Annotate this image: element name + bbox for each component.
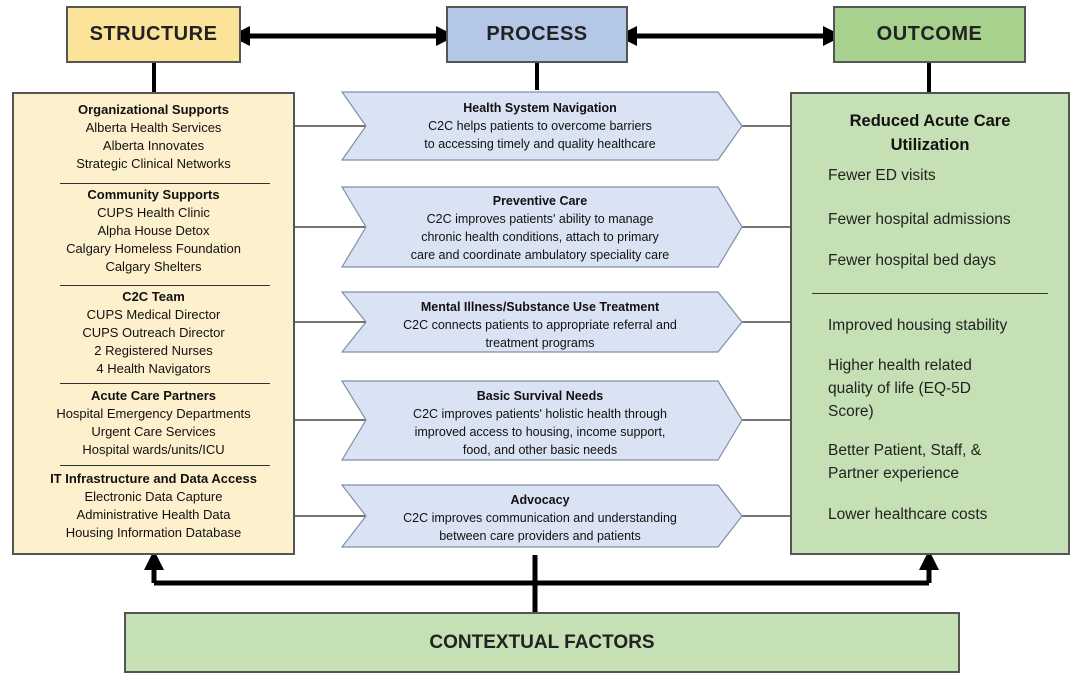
outcome-title-line: Utilization: [890, 136, 970, 154]
step-title: Advocacy: [510, 493, 570, 507]
process-step-survival: Basic Survival Needs C2C improves patien…: [366, 387, 714, 459]
outcome-item: Fewer ED visits: [828, 167, 936, 184]
outcome-panel: Reduced Acute Care Utilization Fewer ED …: [790, 92, 1070, 555]
section-item: Strategic Clinical Networks: [76, 156, 231, 171]
chevron-preventive: [340, 186, 743, 268]
step-line: to accessing timely and quality healthca…: [424, 137, 656, 151]
outcome-line: Lower healthcare costs: [828, 506, 988, 523]
step-line: between care providers and patients: [439, 529, 641, 543]
step-title: Mental Illness/Substance Use Treatment: [420, 300, 660, 314]
outcome-line: quality of life (EQ-5D: [828, 380, 971, 397]
outcome-title: Reduced Acute Care Utilization: [792, 109, 1068, 157]
section-title: IT Infrastructure and Data Access: [50, 471, 257, 486]
section-title: Organizational Supports: [78, 102, 229, 117]
outcome-line: Improved housing stability: [828, 317, 1008, 334]
section-divider: [60, 285, 270, 286]
outcome-item: Improved housing stability: [828, 314, 1048, 337]
section-title: Community Supports: [87, 187, 220, 202]
process-step-preventive: Preventive Care C2C improves patients' a…: [366, 192, 714, 264]
process-step-advocacy: Advocacy C2C improves communication and …: [366, 491, 714, 545]
structure-section-c2c-team: C2C Team CUPS Medical Director CUPS Outr…: [14, 288, 293, 378]
section-item: CUPS Medical Director: [86, 307, 221, 322]
section-item: Administrative Health Data: [76, 507, 231, 522]
outcome-item: Fewer hospital bed days: [828, 252, 997, 269]
step-line: food, and other basic needs: [462, 443, 618, 457]
chevron-survival: [340, 380, 743, 461]
outcome-title-line: Reduced Acute Care: [849, 112, 1011, 130]
section-item: Calgary Homeless Foundation: [66, 241, 241, 256]
section-title: C2C Team: [122, 289, 185, 304]
outcome-item: Lower healthcare costs: [828, 503, 1048, 526]
section-item: CUPS Health Clinic: [97, 205, 210, 220]
section-item: Alberta Innovates: [102, 138, 205, 153]
structure-section-acute-care: Acute Care Partners Hospital Emergency D…: [14, 387, 293, 459]
chevron-mental: [340, 291, 743, 353]
chevron-advocacy: [340, 484, 743, 548]
section-item: Electronic Data Capture: [84, 489, 223, 504]
section-item: Housing Information Database: [65, 525, 242, 540]
outcome-divider: [812, 293, 1048, 294]
step-title: Health System Navigation: [463, 101, 617, 115]
process-step-navigation: Health System Navigation C2C helps patie…: [366, 99, 714, 153]
outcome-line: Higher health related: [828, 357, 972, 374]
process-header: PROCESS: [446, 6, 628, 63]
chevron-navigation: [340, 91, 743, 161]
outcome-item: Better Patient, Staff, & Partner experie…: [828, 439, 1048, 485]
outcome-item: Fewer hospital admissions: [828, 211, 1011, 228]
contextual-factors-box: CONTEXTUAL FACTORS: [124, 612, 960, 673]
outcome-item: Higher health related quality of life (E…: [828, 354, 1048, 423]
section-title: Acute Care Partners: [91, 388, 216, 403]
step-line: treatment programs: [485, 336, 595, 350]
section-divider: [60, 383, 270, 384]
section-item: 4 Health Navigators: [96, 361, 211, 376]
section-item: CUPS Outreach Director: [82, 325, 225, 340]
step-title: Basic Survival Needs: [476, 389, 604, 403]
section-divider: [60, 183, 270, 184]
step-line: C2C connects patients to appropriate ref…: [403, 318, 677, 332]
step-line: C2C improves communication and understan…: [403, 511, 677, 525]
structure-section-it: IT Infrastructure and Data Access Electr…: [14, 470, 293, 542]
step-line: C2C improves patients' ability to manage: [426, 212, 654, 226]
outcome-line: Better Patient, Staff, &: [828, 442, 982, 459]
structure-header: STRUCTURE: [66, 6, 241, 63]
step-line: C2C helps patients to overcome barriers: [428, 119, 652, 133]
section-item: Hospital Emergency Departments: [56, 406, 251, 421]
outcome-line: Score): [828, 403, 874, 420]
section-item: Hospital wards/units/ICU: [82, 442, 225, 457]
section-item: Alberta Health Services: [85, 120, 222, 135]
outcome-line: Partner experience: [828, 465, 959, 482]
structure-section-community: Community Supports CUPS Health Clinic Al…: [14, 186, 293, 276]
structure-panel: Organizational Supports Alberta Health S…: [12, 92, 295, 555]
step-line: care and coordinate ambulatory specialit…: [410, 248, 670, 262]
outcome-header: OUTCOME: [833, 6, 1026, 63]
section-item: Calgary Shelters: [105, 259, 202, 274]
step-line: C2C improves patients' holistic health t…: [413, 407, 667, 421]
section-item: 2 Registered Nurses: [94, 343, 213, 358]
section-item: Urgent Care Services: [91, 424, 216, 439]
section-item: Alpha House Detox: [97, 223, 210, 238]
process-step-mental: Mental Illness/Substance Use Treatment C…: [366, 298, 714, 352]
step-line: improved access to housing, income suppo…: [414, 425, 666, 439]
step-title: Preventive Care: [492, 194, 588, 208]
section-divider: [60, 465, 270, 466]
structure-section-organizational: Organizational Supports Alberta Health S…: [14, 101, 293, 173]
step-line: chronic health conditions, attach to pri…: [421, 230, 659, 244]
